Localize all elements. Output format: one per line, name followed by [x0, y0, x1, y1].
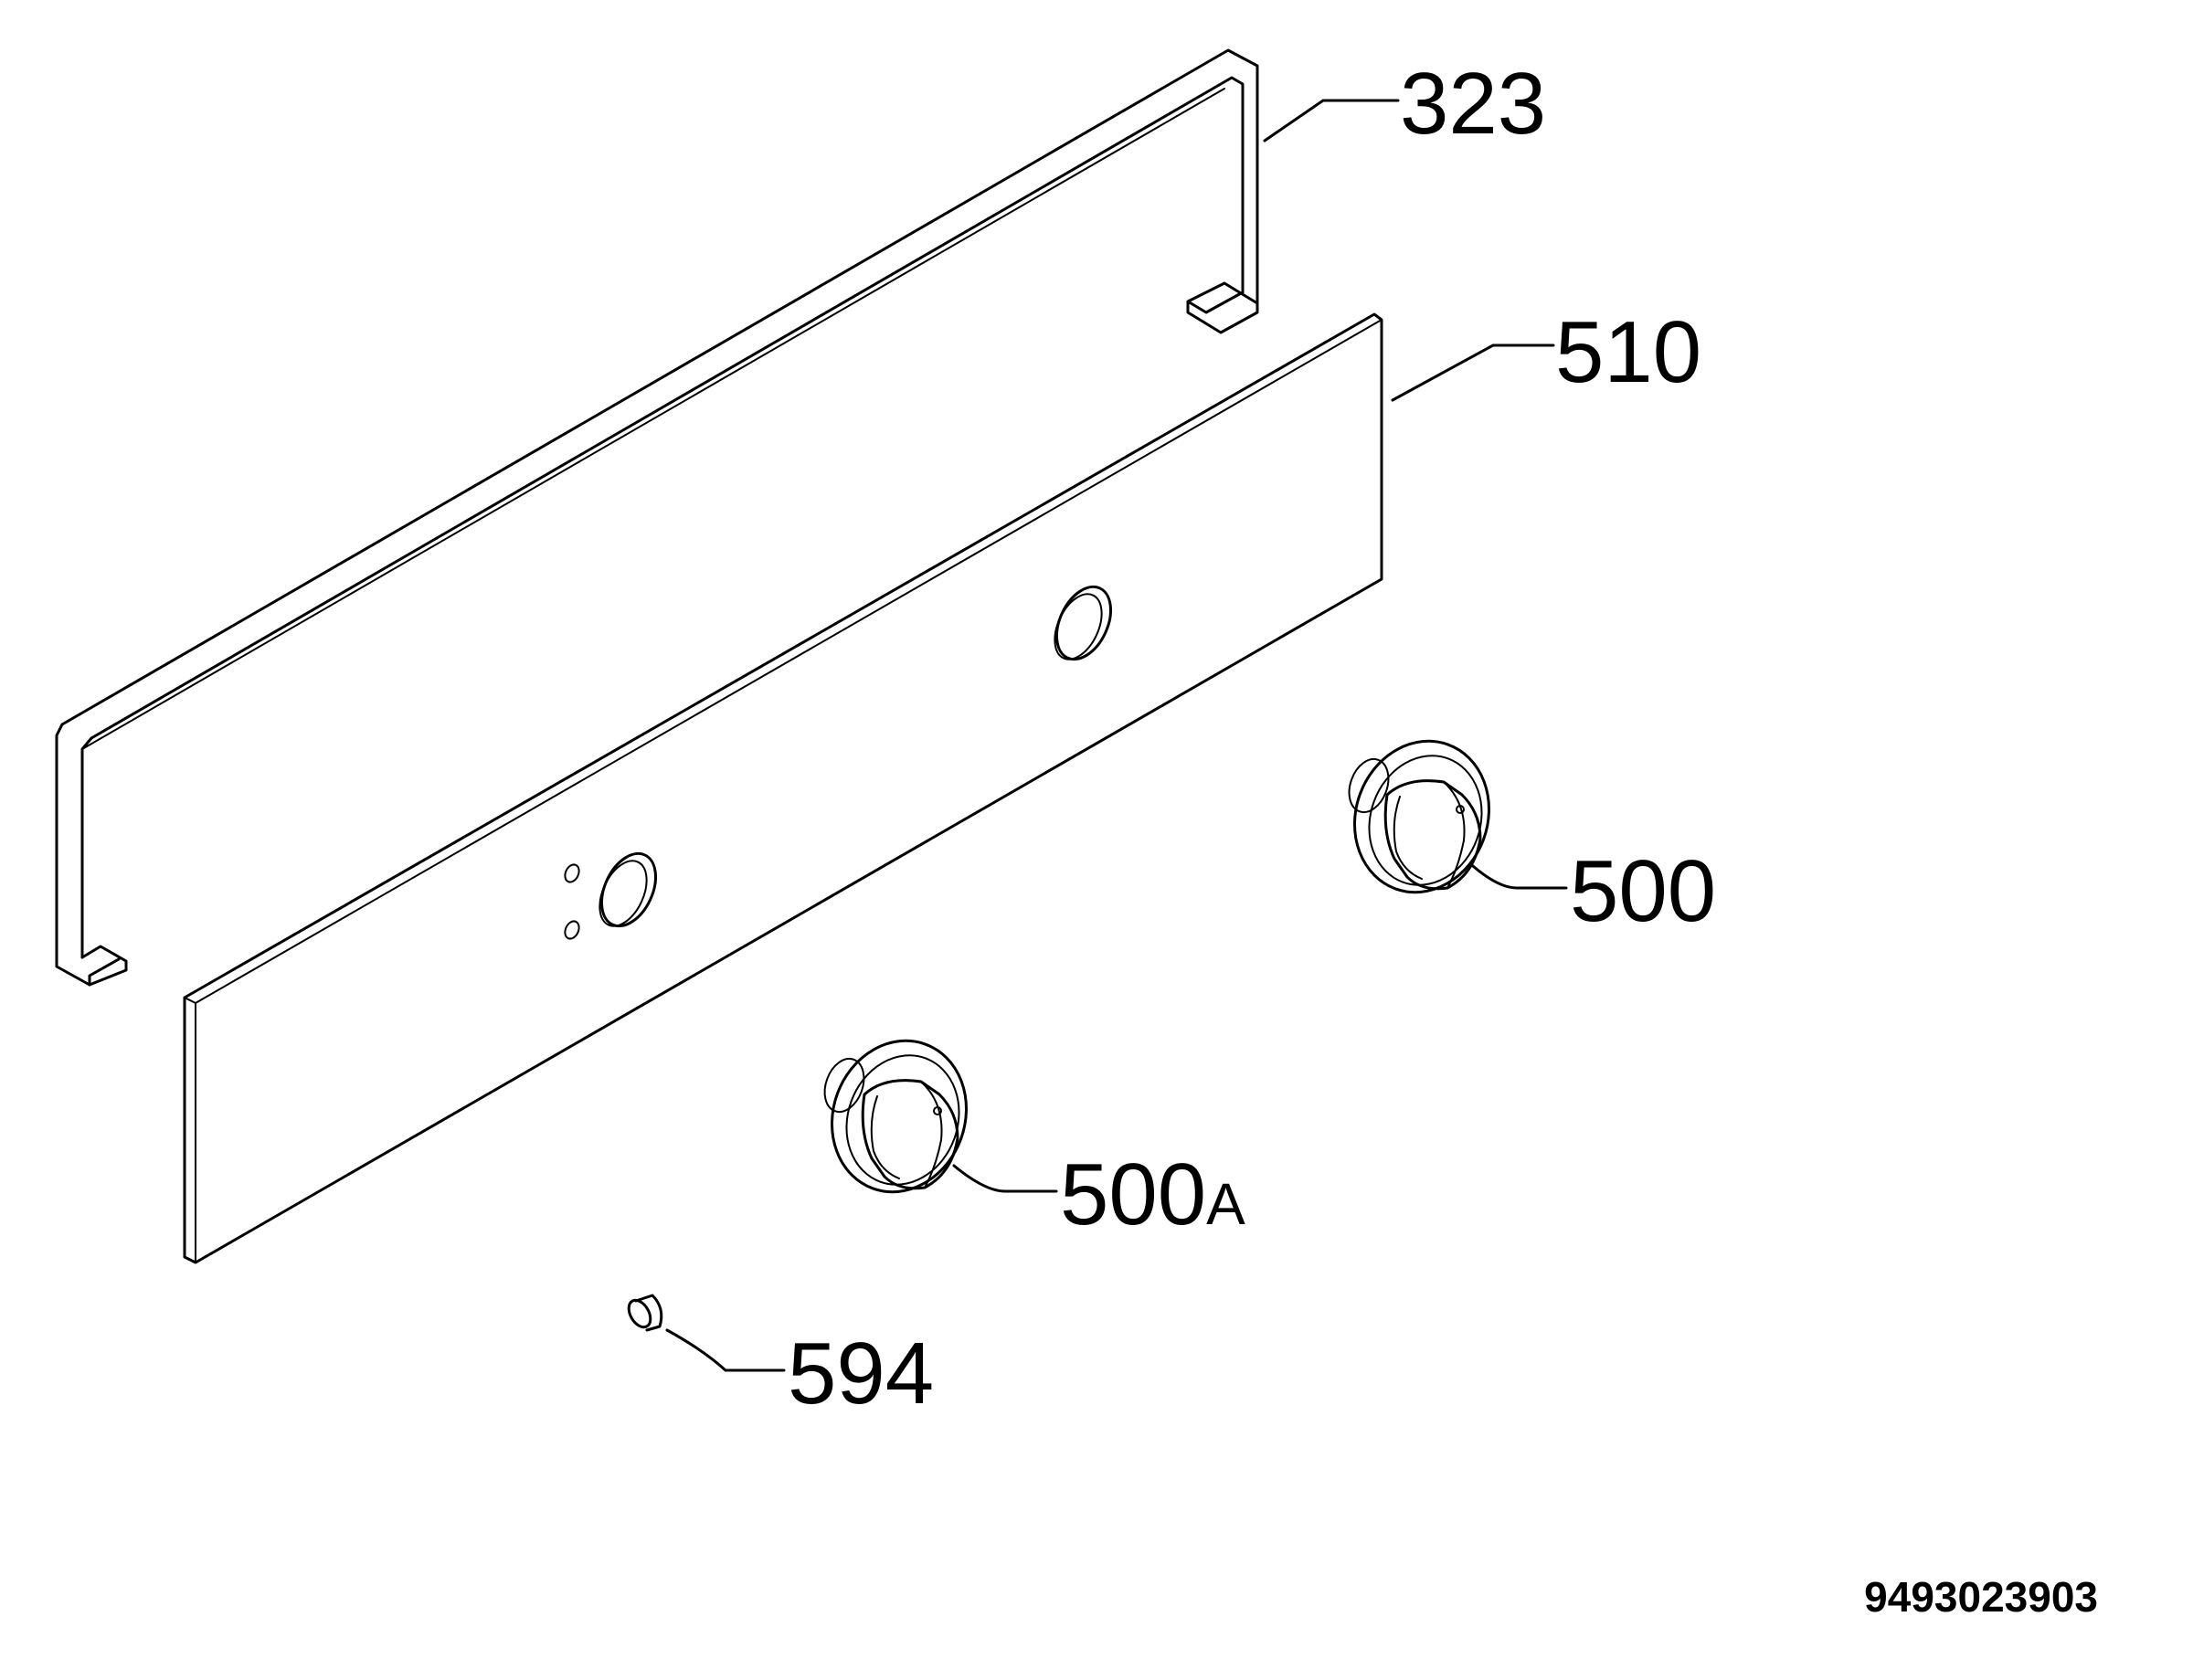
callout-323: 323: [1400, 55, 1546, 153]
panel-small-hole-lower: [564, 920, 580, 940]
panel-small-hole-upper: [564, 863, 580, 883]
leader-500: [1471, 864, 1568, 890]
document-number: 9493023903: [1864, 1573, 2098, 1621]
leader-510: [1391, 343, 1555, 402]
control-knob-left-part: [823, 1039, 969, 1194]
leader-594: [665, 1328, 786, 1372]
callout-500a: 500A: [1060, 1146, 1245, 1243]
control-knob-right-part: [1348, 739, 1491, 894]
callout-500: 500: [1570, 842, 1716, 940]
trim-frame-part: [55, 48, 1259, 987]
callout-594: 594: [788, 1325, 934, 1422]
leader-500a: [952, 1164, 1058, 1193]
control-panel-part: [183, 312, 1383, 1264]
panel-hole-right: [1054, 585, 1113, 661]
callout-510: 510: [1555, 303, 1701, 401]
leader-323: [1263, 99, 1400, 143]
plug-part: [627, 1294, 663, 1332]
panel-hole-left: [599, 851, 658, 928]
